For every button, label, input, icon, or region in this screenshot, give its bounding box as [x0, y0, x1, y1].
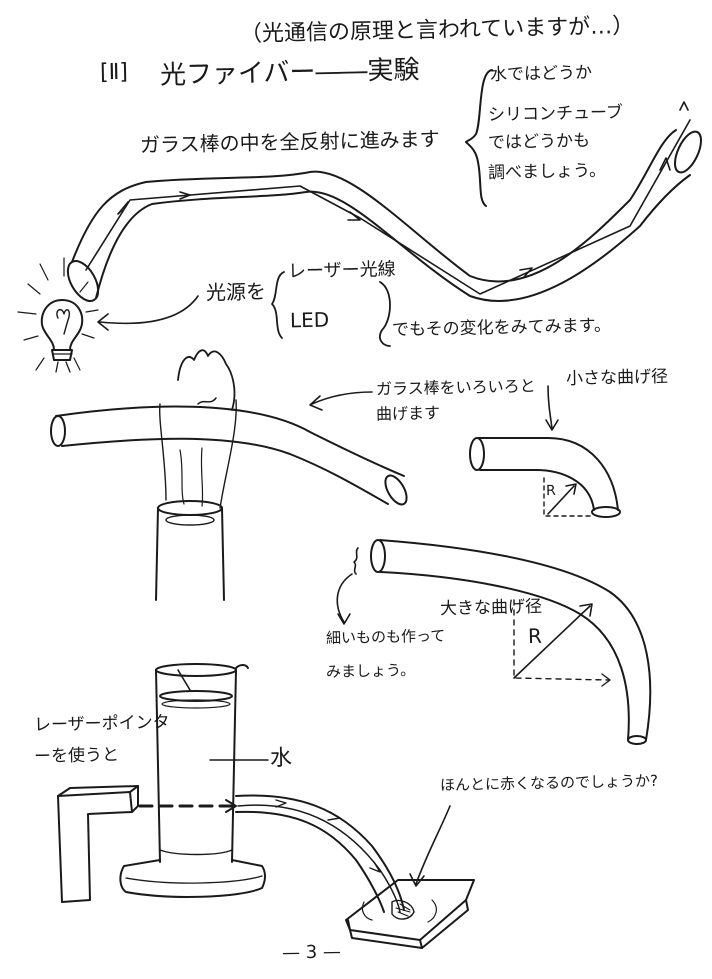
note-silicone-line1: シリコンチューブ — [487, 102, 624, 126]
note-red-question: ほんとに赤くなるのでしょうか? — [439, 771, 659, 795]
page-number: — 3 — — [281, 941, 342, 964]
note-water-check: 水ではどうか — [489, 62, 593, 86]
note-led-option: LED — [289, 307, 330, 333]
note-small-radius: 小さな曲げ径 — [565, 366, 669, 390]
note-bend-glass-1: ガラス棒をいろいろと — [375, 376, 536, 399]
note-thin-1: 細いものも作って — [325, 626, 446, 648]
large-bend-rod — [353, 539, 652, 745]
water-label: 水 — [269, 745, 293, 772]
large-radius-symbol: R — [527, 623, 543, 649]
note-laser-1: レーザーポインタ — [33, 712, 170, 736]
wavy-glass-rod — [66, 101, 702, 302]
note-silicone-line2: ではどうかも — [487, 130, 591, 154]
laser-pointer-icon — [57, 785, 139, 903]
burner — [155, 500, 225, 601]
red-question-arrow — [409, 805, 451, 887]
note-total-reflection: ガラス棒の中を全反射に進みます — [139, 126, 440, 158]
note-light-change: でもその変化をみてみます。 — [391, 315, 612, 341]
note-laser-2: ーを使うと — [33, 745, 120, 767]
light-option-brace — [271, 271, 285, 339]
page-title: 光ファイバー――実験 — [159, 55, 420, 91]
section-number: [Ⅱ] — [99, 59, 129, 86]
note-large-radius: 大きな曲げ径 — [439, 596, 543, 620]
small-radius-arrow — [545, 385, 559, 431]
light-source-arrow — [97, 295, 199, 331]
light-bulb-icon — [17, 257, 99, 373]
note-silicone-line3: 調べましょう。 — [487, 160, 607, 184]
note-bend-glass-2: 曲げます — [375, 403, 441, 424]
small-radius-symbol: R — [545, 482, 556, 500]
notes-brace — [465, 69, 493, 207]
bending-glass-rod — [50, 405, 408, 506]
beaker-icon — [119, 663, 266, 898]
flame-icon — [158, 349, 237, 509]
target-plate — [345, 879, 475, 949]
note-light-source: 光源を — [205, 279, 267, 305]
bend-arrow — [309, 391, 373, 411]
small-bend-rod — [469, 437, 621, 518]
note-laser-option: レーザー光線 — [287, 258, 396, 283]
thin-rod-arrow — [336, 573, 353, 625]
note-thin-2: みましょう。 — [325, 661, 416, 681]
light-option-close — [378, 281, 391, 347]
